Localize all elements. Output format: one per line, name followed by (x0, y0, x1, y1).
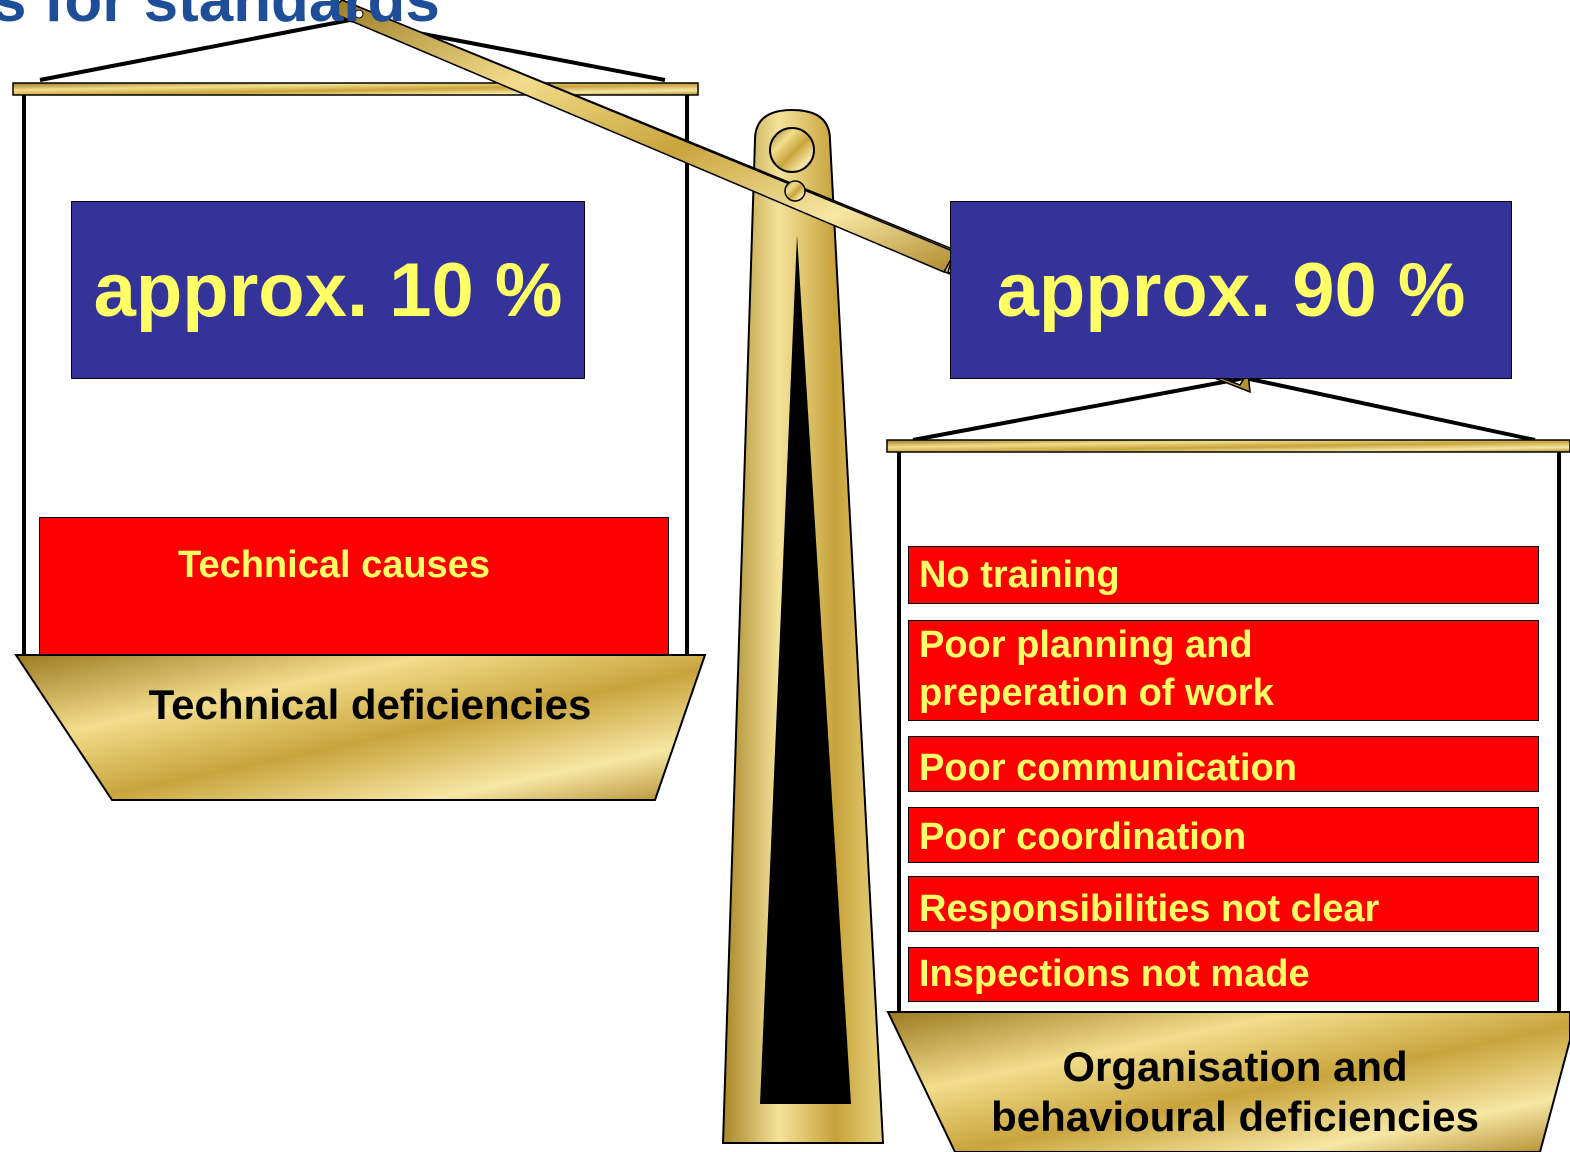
cause-item-poor-coordination: Poor coordination (908, 807, 1539, 863)
technical-causes-label: Technical causes (178, 544, 490, 586)
left-percentage-box: approx. 10 % (71, 201, 585, 379)
technical-causes-box: Technical causes (39, 517, 669, 655)
right-pan-label: Organisation and behavioural deficiencie… (991, 1043, 1479, 1140)
cause-label: No training (919, 554, 1120, 596)
left-percentage: approx. 10 % (93, 247, 563, 333)
cause-label: Inspections not made (919, 953, 1310, 995)
cause-item-poor-communication: Poor communication (908, 736, 1539, 792)
right-percentage-box: approx. 90 % (950, 201, 1512, 379)
cause-item-no-training: No training (908, 546, 1539, 604)
cause-label: Responsibilities not clear (919, 888, 1380, 930)
scale-column (721, 108, 885, 1144)
right-pan (886, 1011, 1570, 1152)
cause-label: Poor communication (919, 747, 1297, 789)
right-pan-hanger (886, 376, 1570, 1012)
cause-item-inspections: Inspections not made (908, 947, 1539, 1002)
cause-label: Poor coordination (919, 816, 1247, 858)
left-pan-label: Technical deficiencies (148, 681, 592, 728)
cause-item-poor-planning: Poor planning and preperation of work (908, 620, 1539, 721)
cause-label: Poor planning and preperation of work (919, 624, 1274, 714)
page-title: s for standards (0, 0, 440, 35)
right-percentage: approx. 90 % (996, 247, 1466, 333)
left-pan (14, 654, 707, 801)
cause-item-responsibilities: Responsibilities not clear (908, 876, 1539, 932)
